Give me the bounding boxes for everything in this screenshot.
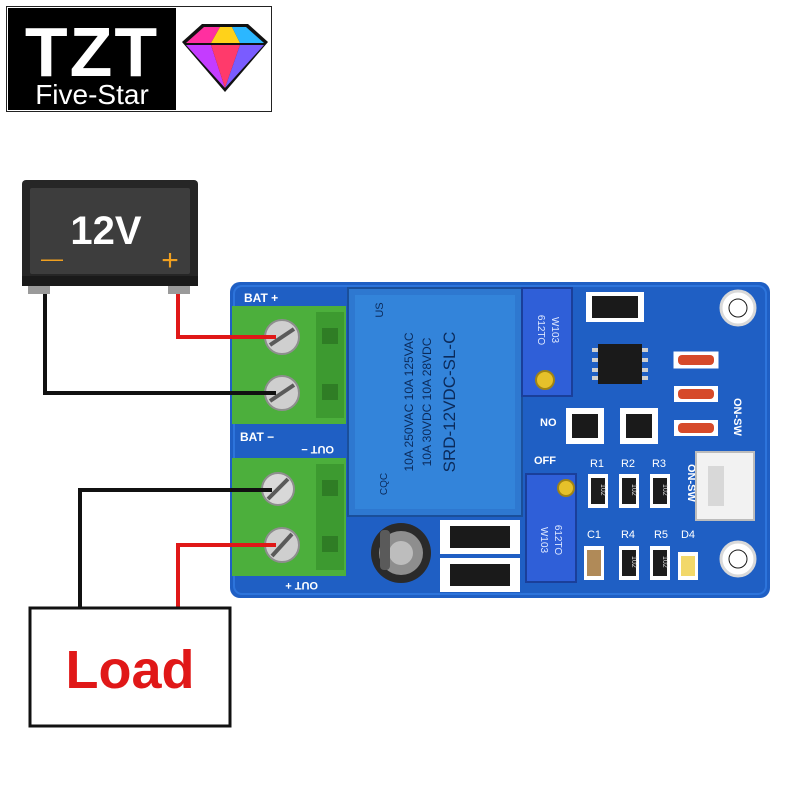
bottom-potentiometer: 612TO W103: [525, 473, 577, 583]
relay-model: SRD-12VDC-SL-C: [440, 332, 459, 473]
component-label-r1: R1: [590, 458, 604, 470]
component-label-c1: C1: [587, 529, 601, 541]
smd-diode-top: [586, 292, 644, 322]
off-label: OFF: [534, 455, 556, 467]
onsw-top-label: ON-SW: [731, 398, 743, 437]
component-label-r5: R5: [654, 529, 668, 541]
glass-diodes: [673, 351, 719, 436]
component-labels: R1 R2 R3 C1 R4 R5 D4: [587, 458, 695, 541]
battery: 12V — +: [22, 180, 198, 294]
bat-minus-label: BAT −: [240, 430, 274, 444]
component-label-d4: D4: [681, 529, 695, 541]
pot-top-line1: W103: [549, 317, 560, 344]
logo-tagline: Five-Star: [35, 79, 149, 110]
load-plus-wire: [176, 543, 276, 608]
load-label: Load: [66, 640, 195, 700]
load-box: Load: [28, 606, 232, 728]
resistor-code-r4: 102: [630, 556, 637, 568]
relay-rating-line2: 10A 30VDC 10A 28VDC: [420, 337, 434, 466]
diamond-gem-icon: [182, 24, 268, 92]
electrolytic-capacitor: [371, 523, 431, 583]
resistor-code-r5: 102: [661, 556, 668, 568]
battery-minus-wire: [43, 294, 276, 395]
load-minus-wire: [78, 488, 272, 608]
top-potentiometer: W103 612TO: [521, 287, 573, 397]
smd-diodes-bottom: [440, 520, 520, 592]
out-minus-label: OUT −: [301, 443, 334, 455]
component-label-r2: R2: [621, 458, 635, 470]
out-plus-label: OUT +: [285, 579, 318, 591]
pot-top-line2: 612TO: [535, 315, 546, 346]
relay-rating-line1: 10A 250VAC 10A 125VAC: [402, 332, 416, 471]
component-label-r3: R3: [652, 458, 666, 470]
battery-plus-symbol: +: [161, 244, 179, 277]
out-terminal-block: [232, 458, 346, 576]
battery-plus-wire: [176, 294, 276, 339]
transistors: [566, 408, 658, 444]
relay-board: BAT + BAT − OUT − OUT +: [230, 282, 770, 598]
pot-bottom-line1: 612TO: [552, 525, 563, 556]
relay-cert: CQC: [379, 473, 390, 495]
logo-brand: TZT: [25, 13, 159, 91]
battery-minus-symbol: —: [41, 246, 63, 271]
resistor-code-r2: 102: [630, 484, 637, 496]
no-label: NO: [540, 417, 557, 429]
relay-brand: US: [374, 302, 386, 317]
onsw-side-label: ON-SW: [685, 464, 697, 503]
pot-bottom-line2: W103: [538, 527, 549, 554]
resistor-code-r1: 102: [599, 484, 606, 496]
on-sw-connector: [695, 451, 755, 521]
wires: [43, 294, 276, 608]
resistor-code-r3: 102: [661, 484, 668, 496]
bat-terminal-block: [232, 306, 346, 424]
bat-plus-label: BAT +: [244, 291, 278, 305]
smd-resistors: 102 102 102 102 102: [584, 474, 698, 580]
battery-voltage-label: 12V: [70, 209, 141, 253]
ic-chip: [592, 344, 648, 384]
component-label-r4: R4: [621, 529, 635, 541]
relay: US 10A 250VAC 10A 125VAC 10A 30VDC 10A 2…: [347, 287, 523, 517]
logo: TZT Five-Star: [6, 6, 272, 112]
